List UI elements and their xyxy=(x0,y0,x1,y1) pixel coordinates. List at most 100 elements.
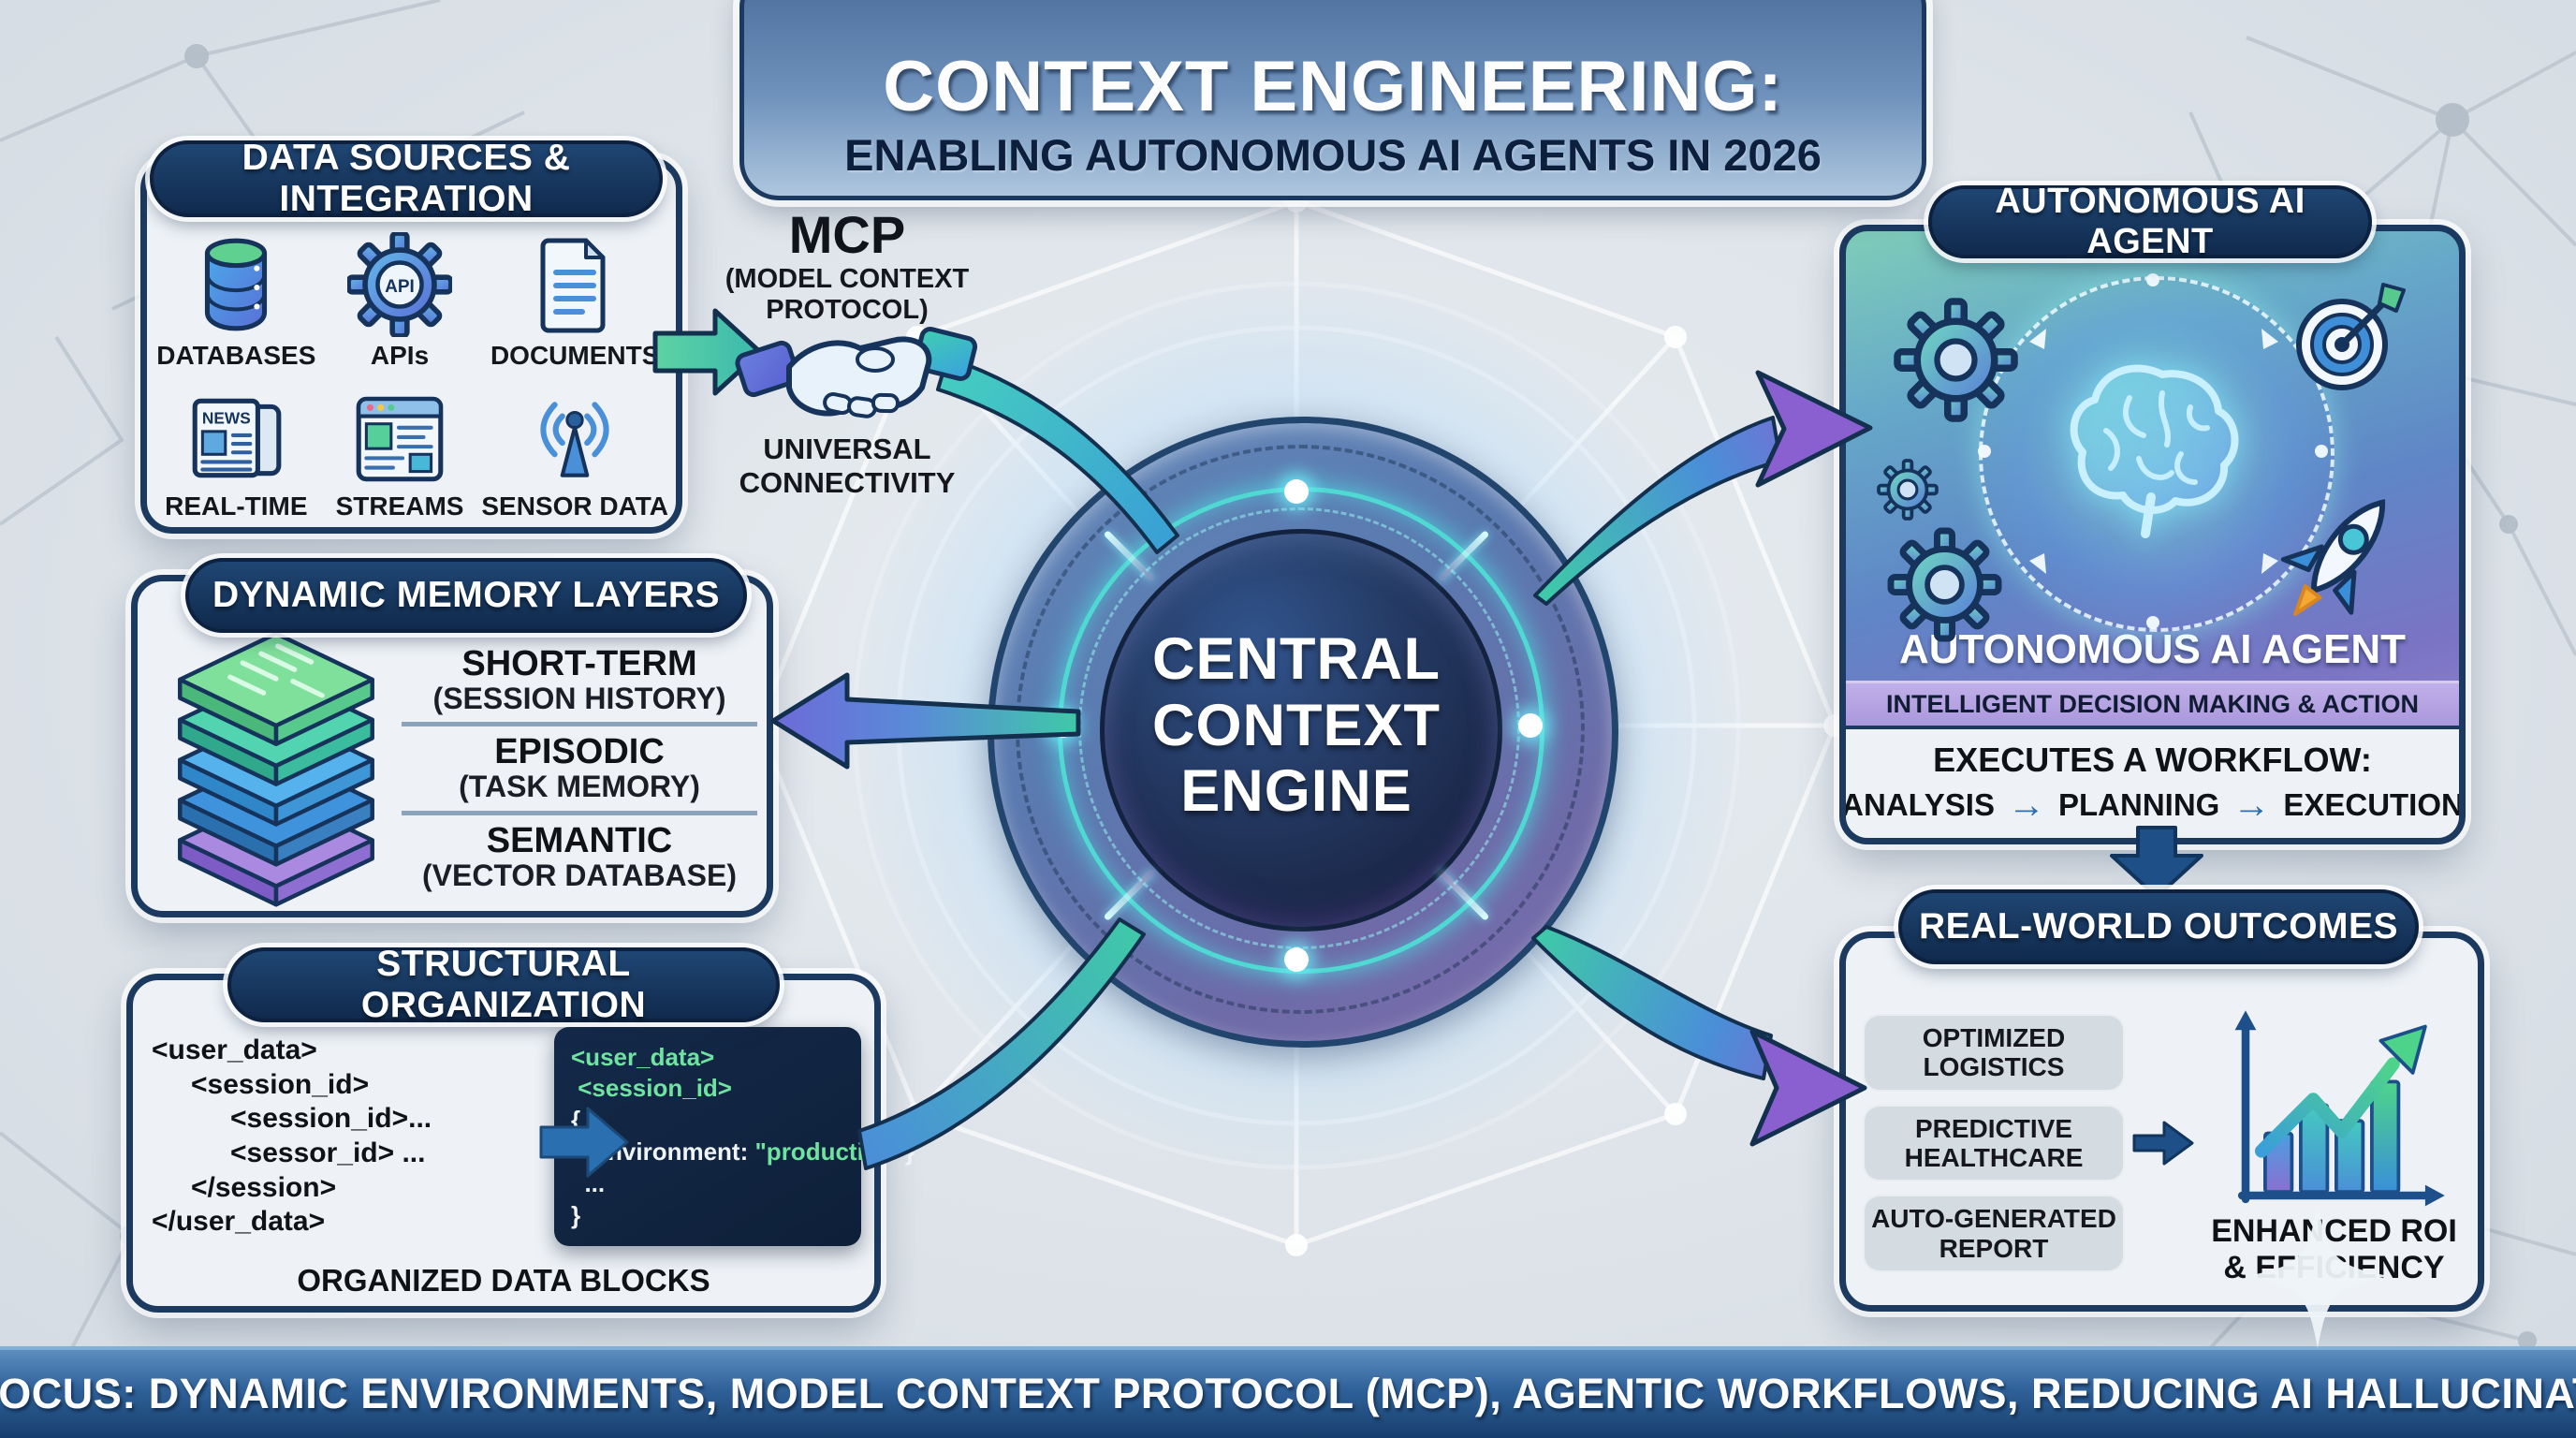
workflow-step-analysis: ANALYSIS xyxy=(1841,787,1995,822)
engine-node-right xyxy=(1518,713,1543,738)
memory-layer-detail: (SESSION HISTORY) xyxy=(432,681,726,715)
workflow-arrow-icon: → xyxy=(2007,785,2045,826)
agent-header: AUTONOMOUS AI AGENT xyxy=(1928,182,2372,261)
data-source-label: SENSOR DATA xyxy=(481,492,668,521)
right-arrow-icon xyxy=(2132,1121,2194,1166)
agent-art xyxy=(1846,231,2459,624)
stream-window-icon xyxy=(356,396,444,482)
page-title: CONTEXT ENGINEERING: xyxy=(883,47,1783,126)
xml-line: </user_data> xyxy=(152,1206,326,1238)
memory-stack-icon xyxy=(178,631,374,906)
mcp-title: MCP xyxy=(788,205,906,264)
engine-node-left xyxy=(1050,713,1075,738)
structure-caption: ORGANIZED DATA BLOCKS xyxy=(297,1263,710,1298)
gear-icon xyxy=(1897,301,2014,418)
data-source-label: APIs xyxy=(370,341,430,370)
memory-layer-detail: (TASK MEMORY) xyxy=(459,770,700,804)
rocket-icon xyxy=(2280,499,2386,616)
memory-layer-name: EPISODIC xyxy=(494,732,665,772)
mcp-caption-line1: UNIVERSAL xyxy=(763,433,931,465)
data-sources-panel: DATABASES xyxy=(140,157,682,534)
workflow-step-planning: PLANNING xyxy=(2057,787,2220,822)
document-icon xyxy=(540,238,606,333)
engine-line-3: ENGINE xyxy=(1180,758,1412,825)
memory-layer-detail: (VECTOR DATABASE) xyxy=(422,858,737,892)
memory-layer-name: SEMANTIC xyxy=(486,820,673,860)
xml-line: <session_id> xyxy=(191,1068,370,1100)
memory-layer-episodic: EPISODIC (TASK MEMORY) xyxy=(402,722,757,810)
code-line: } xyxy=(571,1200,581,1229)
structure-header-label: STRUCTURAL ORGANIZATION xyxy=(360,944,647,1025)
agent-header-label: AUTONOMOUS AI AGENT xyxy=(1995,182,2305,261)
data-source-apis: API APIs xyxy=(318,222,482,373)
data-source-label: DATABASES xyxy=(156,341,316,370)
arrow-engine-to-outcomes xyxy=(1531,925,1773,1080)
xml-line: <sessor_id> ... xyxy=(230,1137,426,1168)
mcp-caption: UNIVERSAL CONNECTIVITY xyxy=(693,433,1002,499)
xml-line: <session_id>... xyxy=(230,1103,432,1135)
api-badge: API xyxy=(385,277,415,297)
engine-line-2: CONTEXT xyxy=(1151,692,1441,758)
footer-text: KEY FOCUS: DYNAMIC ENVIRONMENTS, MODEL C… xyxy=(0,1370,2576,1417)
database-icon xyxy=(205,238,268,331)
data-source-documents: DOCUMENTS xyxy=(481,222,668,373)
engine-node-top xyxy=(1284,479,1309,504)
memory-layer-short-term: SHORT-TERM (SESSION HISTORY) xyxy=(402,638,757,722)
memory-header-label: DYNAMIC MEMORY LAYERS xyxy=(212,575,721,615)
outcomes-header-label: REAL-WORLD OUTCOMES xyxy=(1918,906,2399,946)
news-badge: NEWS xyxy=(202,409,251,428)
data-source-label: REAL-TIME xyxy=(165,492,308,521)
code-line: {environment: "production"} xyxy=(571,1137,915,1166)
code-line: <user_data> xyxy=(571,1042,715,1071)
agent-workflow: EXECUTES A WORKFLOW: ANALYSIS → PLANNING… xyxy=(1846,726,2459,838)
page-subtitle: ENABLING AUTONOMOUS AI AGENTS IN 2026 xyxy=(844,130,1822,180)
agent-title: AUTONOMOUS AI AGENT xyxy=(1898,626,2407,672)
xml-line: </session> xyxy=(191,1171,337,1203)
handshake-icon xyxy=(735,327,978,418)
mcp-caption-line2: CONNECTIVITY xyxy=(739,465,956,499)
footer-banner: KEY FOCUS: DYNAMIC ENVIRONMENTS, MODEL C… xyxy=(0,1346,2576,1438)
memory-layer-name: SHORT-TERM xyxy=(461,643,697,683)
workflow-step-execution: EXECUTION xyxy=(2283,787,2464,822)
news-icon: NEWS xyxy=(193,398,282,478)
engine-core xyxy=(1100,529,1502,932)
workflow-arrow-icon: → xyxy=(2232,785,2271,826)
gear-icon xyxy=(1891,531,1998,638)
sensor-antenna-icon xyxy=(540,402,609,477)
title-banner: CONTEXT ENGINEERING: ENABLING AUTONOMOUS… xyxy=(739,0,1926,200)
data-sources-header-label: DATA SOURCES & INTEGRATION xyxy=(242,138,571,219)
memory-header: DYNAMIC MEMORY LAYERS xyxy=(185,558,747,633)
agent-icons xyxy=(1877,273,2406,671)
code-line: ... xyxy=(571,1168,606,1197)
target-icon xyxy=(2296,283,2406,390)
engine-node-bottom xyxy=(1284,947,1309,972)
brain-icon xyxy=(2070,364,2239,538)
code-line: <session_id> xyxy=(571,1074,732,1103)
gear-small-icon xyxy=(1877,459,1939,521)
agent-panel: AUTONOMOUS AI AGENT INTELLIGENT DECISION… xyxy=(1839,225,2466,844)
data-source-databases: DATABASES xyxy=(154,222,318,373)
code-line: { xyxy=(571,1106,581,1135)
data-source-realtime: NEWS REAL-TIME xyxy=(154,373,318,523)
workflow-title: EXECUTES A WORKFLOW: xyxy=(1933,741,2372,779)
outcomes-header: REAL-WORLD OUTCOMES xyxy=(1898,889,2419,964)
xml-snippet: <user_data> <session_id> <session_id>...… xyxy=(152,1034,465,1240)
structure-header: STRUCTURAL ORGANIZATION xyxy=(227,944,780,1025)
agent-subtitle: INTELLIGENT DECISION MAKING & ACTION xyxy=(1846,681,2459,726)
engine-label: CENTRAL CONTEXT ENGINE xyxy=(1100,529,1493,922)
memory-layer-list: SHORT-TERM (SESSION HISTORY) EPISODIC (T… xyxy=(402,638,757,899)
xml-line: <user_data> xyxy=(152,1034,317,1066)
api-gear-icon: API xyxy=(347,232,453,337)
growth-chart-icon xyxy=(2234,1010,2445,1207)
data-source-streams: STREAMS xyxy=(318,373,482,523)
data-sources-header: DATA SOURCES & INTEGRATION xyxy=(150,138,663,219)
data-sources-grid: DATABASES xyxy=(154,222,668,523)
engine-line-1: CENTRAL xyxy=(1152,626,1441,693)
workflow-steps: ANALYSIS → PLANNING → EXECUTION xyxy=(1846,785,2459,826)
outcomes-caption: ENHANCED ROI & EFFICIENCY xyxy=(2211,1212,2457,1285)
